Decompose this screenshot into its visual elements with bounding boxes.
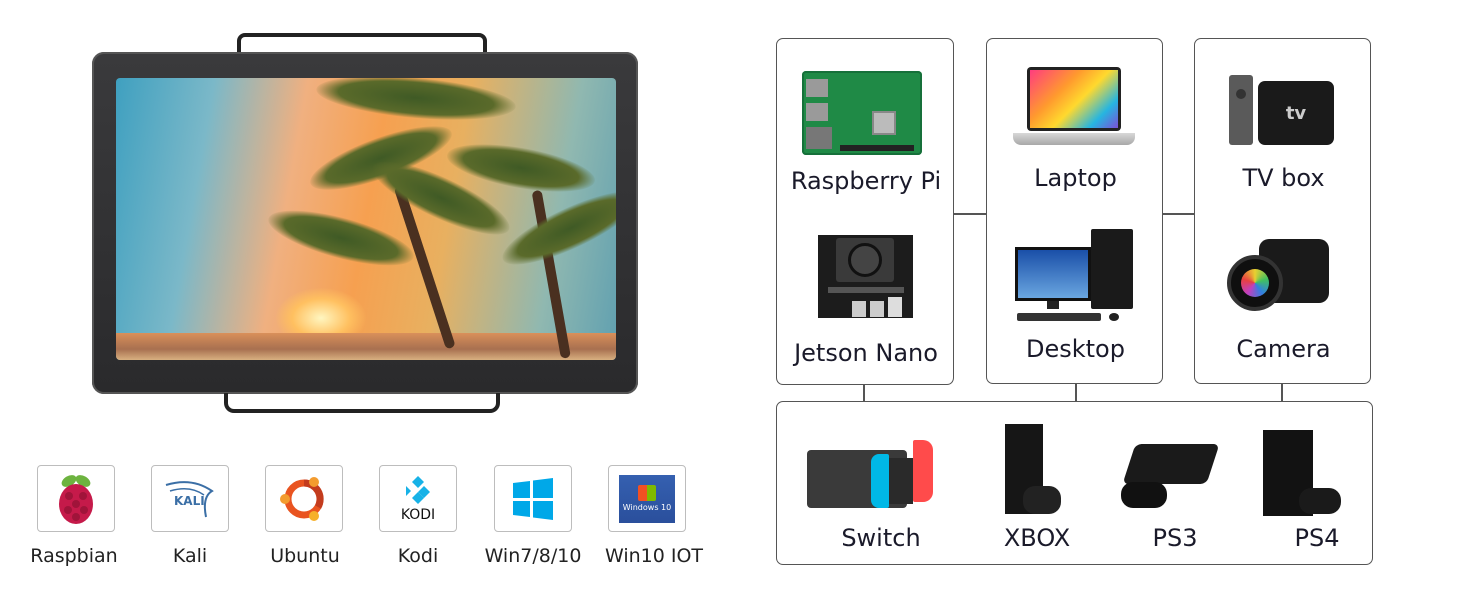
palm-fronds	[314, 78, 518, 127]
device-label-desktop: Desktop	[1026, 335, 1125, 363]
os-label-win10-iot: Win10 IOT	[604, 545, 704, 567]
windows10-icon: Windows 10	[619, 474, 675, 523]
connector-line	[1281, 384, 1283, 401]
device-group-computers: Laptop Desktop	[986, 38, 1163, 384]
os-label-kodi: Kodi	[397, 545, 439, 567]
os-tile-raspbian	[37, 465, 115, 532]
device-label-xbox: XBOX	[1003, 524, 1071, 552]
os-tile-windows	[494, 465, 572, 532]
device-label-ps4: PS4	[1294, 524, 1340, 552]
palm-fronds	[494, 178, 616, 278]
connector-line	[1163, 213, 1194, 215]
ps4-icon	[1259, 430, 1341, 518]
ubuntu-icon	[280, 476, 324, 521]
windows-icon	[513, 477, 553, 520]
device-label-laptop: Laptop	[1034, 164, 1117, 192]
palm-fronds	[263, 199, 419, 277]
os-label-kali: Kali	[172, 545, 208, 567]
os-tile-kodi: KODI	[379, 465, 457, 532]
desktop-pc-icon	[1015, 227, 1137, 327]
device-label-jetson-nano: Jetson Nano	[794, 339, 938, 367]
os-label-win7-8-10: Win7/8/10	[484, 545, 582, 567]
raspberry-icon	[59, 474, 93, 524]
kodi-logo-text: KODI	[400, 506, 436, 523]
svg-text:KALI: KALI	[174, 494, 205, 508]
connector-line	[1075, 384, 1077, 401]
device-group-media: tv TV box Camera	[1194, 38, 1371, 384]
connector-line	[954, 213, 986, 215]
raspberry-pi-board-icon	[799, 69, 925, 157]
device-label-switch: Switch	[841, 524, 921, 552]
sea-horizon	[116, 333, 616, 360]
os-tile-win10-iot: Windows 10	[608, 465, 686, 532]
kodi-icon	[406, 475, 430, 504]
device-label-tv-box: TV box	[1242, 164, 1325, 192]
device-group-boards: Raspberry Pi Jetson Nano	[776, 38, 954, 385]
tv-box-icon: tv	[1229, 73, 1339, 147]
os-tile-ubuntu	[265, 465, 343, 532]
device-group-consoles: Switch XBOX PS3 PS4	[776, 401, 1373, 565]
monitor-stand	[224, 393, 500, 413]
os-label-ubuntu: Ubuntu	[270, 545, 340, 567]
tv-logo-text: tv	[1285, 102, 1307, 124]
laptop-icon	[1013, 67, 1135, 153]
device-label-ps3: PS3	[1152, 524, 1198, 552]
ps3-icon	[1121, 436, 1220, 514]
camera-icon	[1225, 229, 1333, 319]
kali-dragon-icon: KALI	[165, 480, 214, 517]
nintendo-switch-icon	[807, 440, 943, 512]
monitor-handle	[237, 33, 487, 63]
windows-flag-icon	[638, 485, 656, 501]
xbox-icon	[1001, 424, 1061, 516]
device-label-raspberry-pi: Raspberry Pi	[790, 167, 942, 195]
device-label-camera: Camera	[1236, 335, 1331, 363]
win10-logo-text: Windows 10	[622, 503, 672, 512]
monitor-screen	[116, 78, 616, 360]
os-label-raspbian: Raspbian	[30, 545, 118, 567]
os-tile-kali: KALI	[151, 465, 229, 532]
connector-line	[863, 385, 865, 401]
jetson-nano-board-icon	[817, 234, 913, 318]
